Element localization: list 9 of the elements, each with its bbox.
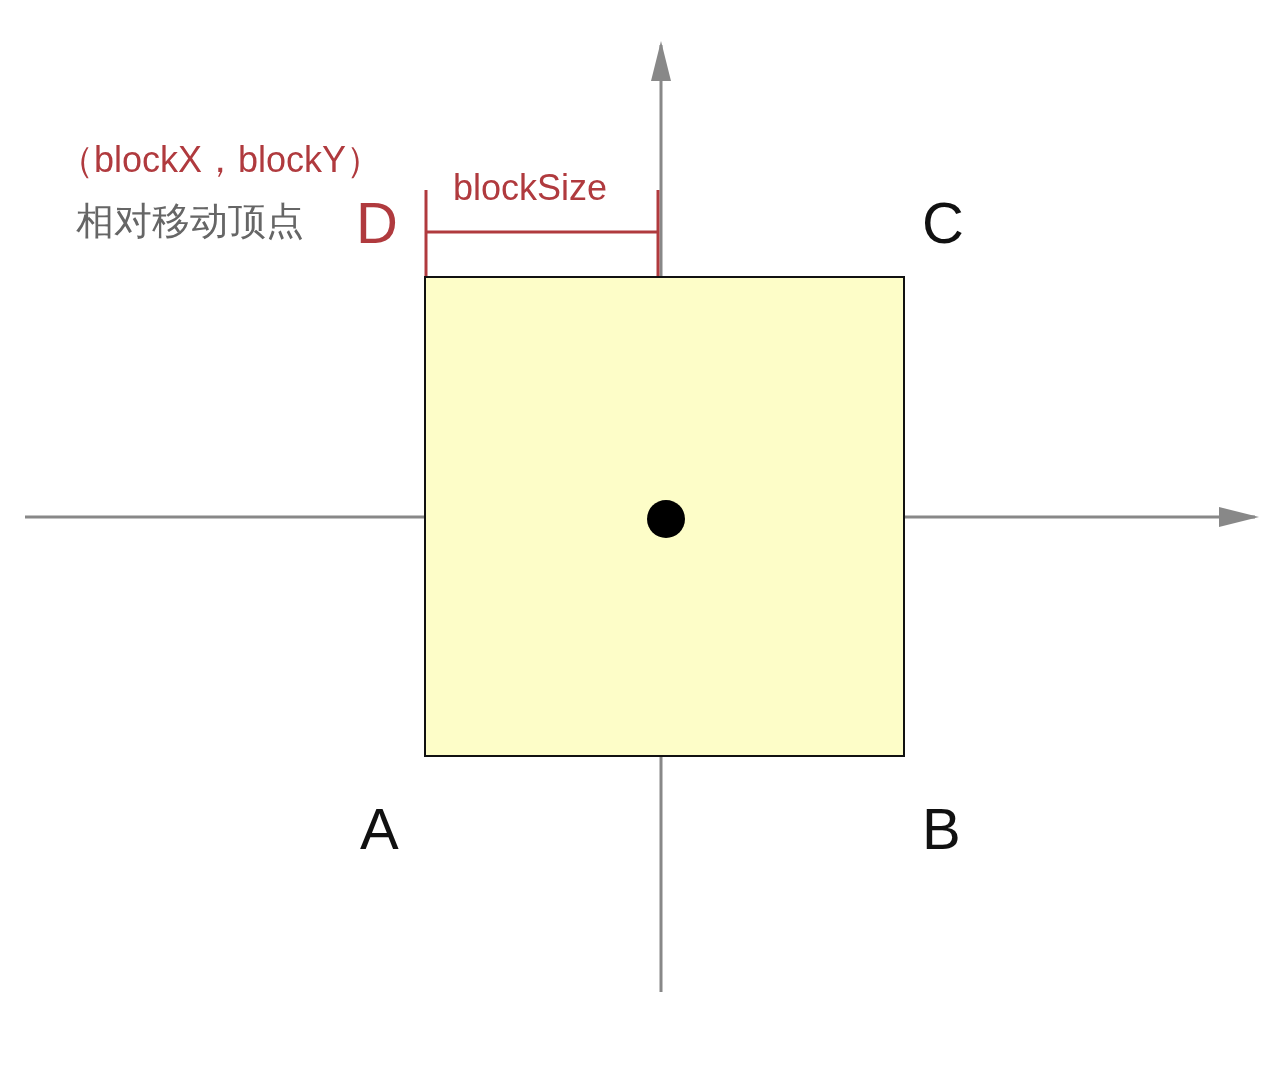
vertex-label: C: [922, 194, 964, 252]
vertex-label: A: [360, 800, 399, 858]
dimension-label: blockSize: [453, 170, 608, 206]
coordinate-label: （blockX，blockY）: [58, 142, 383, 178]
square: [424, 276, 905, 757]
center-dot: [647, 500, 685, 538]
vertex-note: 相对移动顶点: [76, 202, 304, 240]
vertex-label: D: [356, 194, 398, 252]
vertex-label: B: [922, 800, 961, 858]
